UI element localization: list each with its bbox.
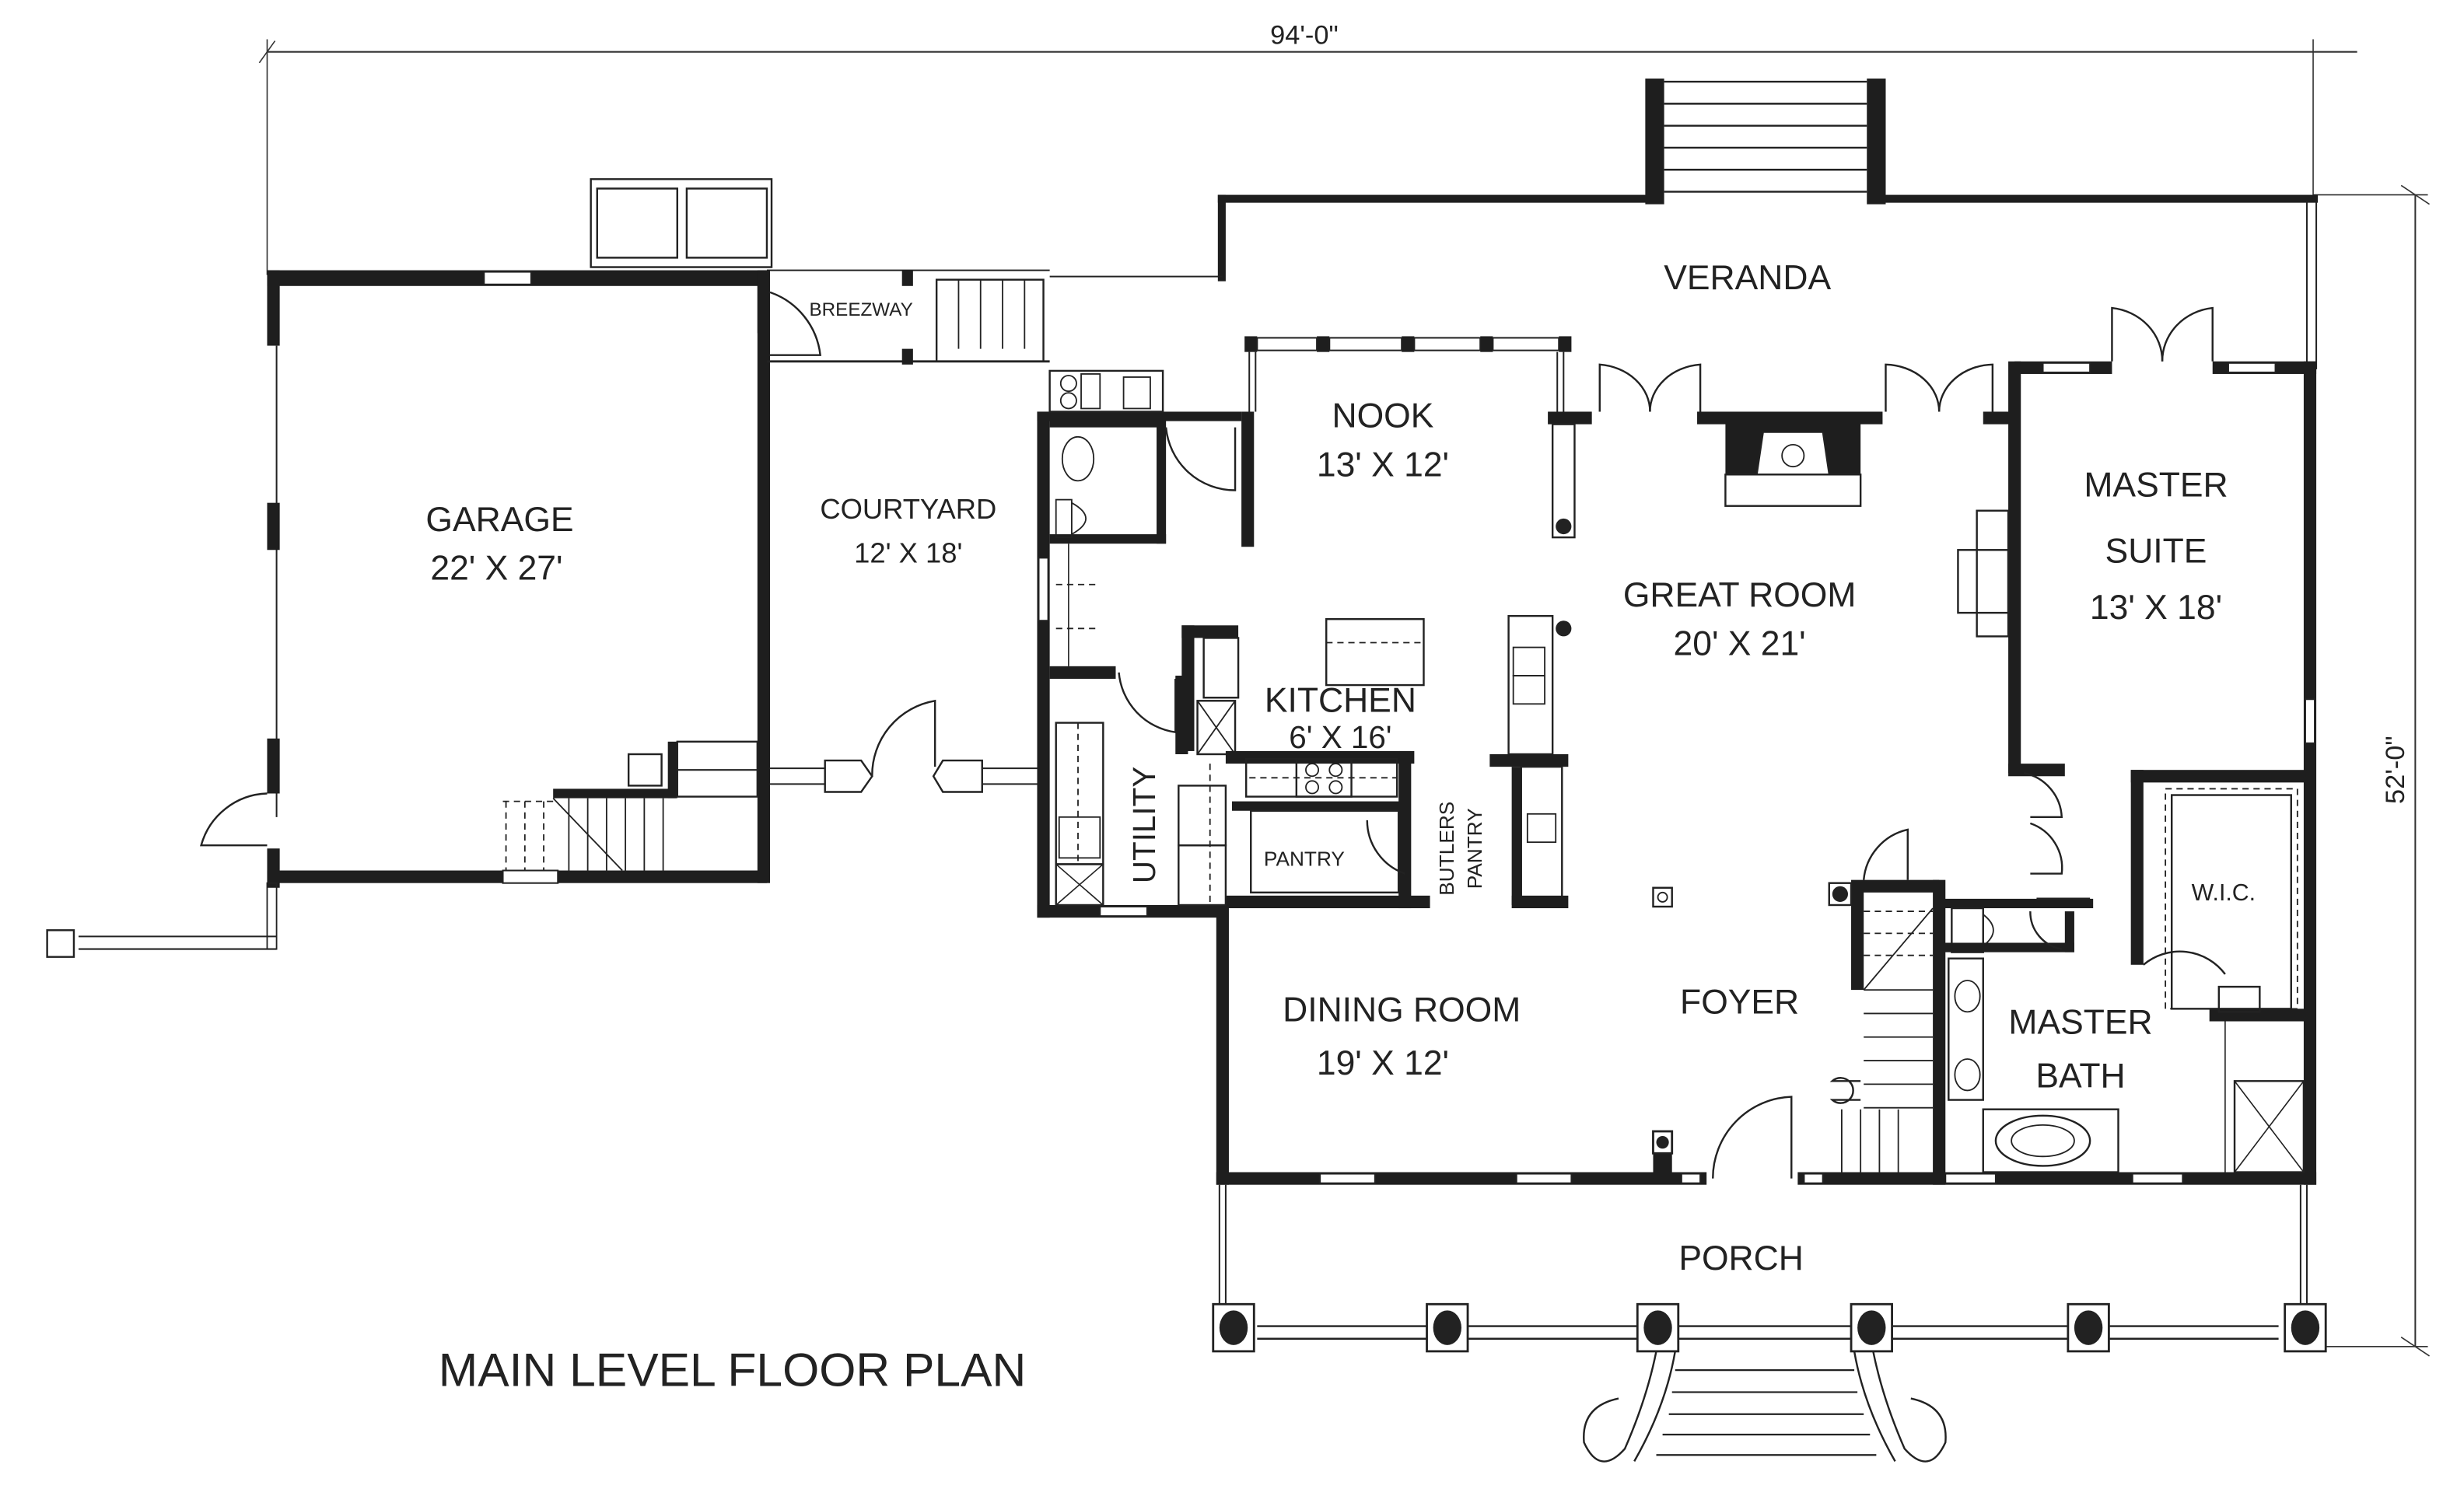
label-butlers-pantry-1: BUTLERS <box>1435 802 1458 896</box>
powder-room <box>1048 369 1255 547</box>
label-garage: GARAGE <box>425 501 573 539</box>
overall-width-label: 94'-0" <box>1270 21 1338 51</box>
label-garage-size: 22' X 27' <box>430 550 562 588</box>
dimension-width: 94'-0" <box>258 21 2357 275</box>
label-master-suite-2: SUITE <box>2105 532 2207 570</box>
label-utility: UTILITY <box>1126 767 1162 883</box>
room-labels: VERANDA BREEZWAY GARAGE 22' X 27' COURTY… <box>425 259 2256 1278</box>
label-breezeway: BREEZWAY <box>810 299 913 320</box>
label-master-suite-size: 13' X 18' <box>2090 589 2222 627</box>
label-pantry: PANTRY <box>1264 847 1345 870</box>
veranda-outline <box>590 79 2319 369</box>
master-bath <box>1939 770 2314 1173</box>
utility <box>1049 544 1227 907</box>
label-butlers-pantry-2: PANTRY <box>1463 808 1486 889</box>
label-veranda: VERANDA <box>1664 259 1831 297</box>
label-kitchen: KITCHEN <box>1265 681 1416 719</box>
nook <box>1244 336 1576 539</box>
label-kitchen-size: 6' X 16' <box>1289 719 1391 755</box>
label-courtyard-size: 12' X 18' <box>854 537 962 568</box>
label-great-room: GREAT ROOM <box>1623 576 1857 614</box>
rear-doors-fireplace <box>1598 306 2317 777</box>
label-porch: PORCH <box>1678 1239 1803 1278</box>
porch <box>1212 1184 2327 1463</box>
label-dining-room: DINING ROOM <box>1283 991 1521 1029</box>
plan-title: MAIN LEVEL FLOOR PLAN <box>439 1343 1027 1396</box>
kitchen <box>1181 614 1572 909</box>
label-dining-room-size: 19' X 12' <box>1317 1044 1449 1082</box>
label-courtyard: COURTYARD <box>820 493 996 525</box>
foyer-stairs <box>1652 828 1946 1185</box>
overall-depth-label: 52'-0" <box>2381 736 2410 804</box>
house-walls <box>1037 361 2317 1187</box>
label-master-bath-2: BATH <box>2035 1057 2125 1095</box>
label-master-suite-1: MASTER <box>2084 467 2228 505</box>
dimension-depth: 52'-0" <box>2313 184 2430 1357</box>
label-wic: W.I.C. <box>2192 880 2256 906</box>
label-nook-size: 13' X 12' <box>1317 446 1449 484</box>
breezeway <box>766 269 1050 365</box>
label-foyer: FOYER <box>1680 983 1799 1021</box>
front-steps <box>1583 1351 1947 1463</box>
label-master-bath-1: MASTER <box>2008 1004 2152 1042</box>
garage-walls <box>46 270 770 958</box>
porch-columns <box>1212 1302 2327 1353</box>
courtyard-gate <box>769 699 1041 793</box>
label-nook: NOOK <box>1332 397 1434 435</box>
label-great-room-size: 20' X 21' <box>1674 625 1806 663</box>
